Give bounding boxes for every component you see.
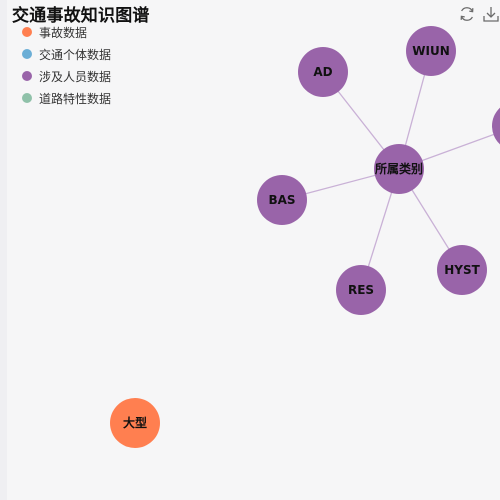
left-edge-strip — [0, 0, 7, 500]
graph-node-circle[interactable] — [298, 47, 348, 97]
chart-title: 交通事故知识图谱 — [12, 6, 150, 26]
legend-dot-persons-involved — [22, 71, 32, 81]
graph-node-circle[interactable] — [492, 101, 500, 151]
legend-dot-road-features — [22, 93, 32, 103]
legend-item-traffic-individual[interactable]: 交通个体数据 — [22, 43, 111, 65]
download-icon[interactable] — [482, 5, 500, 23]
graph-node[interactable]: 所属类别 — [374, 144, 424, 194]
graph-node-circle[interactable] — [374, 144, 424, 194]
graph-node-circle[interactable] — [110, 398, 160, 448]
legend-dot-accident — [22, 27, 32, 37]
legend-label: 事故数据 — [39, 25, 88, 40]
graph-node-circle[interactable] — [257, 175, 307, 225]
graph-node-circle[interactable] — [406, 26, 456, 76]
graph-node-circle[interactable] — [336, 265, 386, 315]
toolbox — [458, 5, 500, 23]
legend-dot-traffic-individual — [22, 49, 32, 59]
legend-item-road-features[interactable]: 道路特性数据 — [22, 87, 111, 109]
legend-label: 涉及人员数据 — [39, 69, 112, 84]
legend: 事故数据 交通个体数据 涉及人员数据 道路特性数据 — [22, 21, 111, 109]
graph-node[interactable]: BAS — [257, 175, 307, 225]
graph-node[interactable]: RES — [336, 265, 386, 315]
graph-node[interactable]: AD — [298, 47, 348, 97]
graph-node-circle[interactable] — [437, 245, 487, 295]
legend-item-persons-involved[interactable]: 涉及人员数据 — [22, 65, 111, 87]
graph-node[interactable]: HYST — [437, 245, 487, 295]
graph-node[interactable]: W — [492, 101, 500, 151]
legend-label: 交通个体数据 — [39, 47, 112, 62]
refresh-icon[interactable] — [458, 5, 476, 23]
legend-label: 道路特性数据 — [39, 91, 112, 106]
graph-node[interactable]: 大型 — [110, 398, 160, 448]
graph-node[interactable]: WIUN — [406, 26, 456, 76]
legend-item-accident[interactable]: 事故数据 — [22, 21, 111, 43]
